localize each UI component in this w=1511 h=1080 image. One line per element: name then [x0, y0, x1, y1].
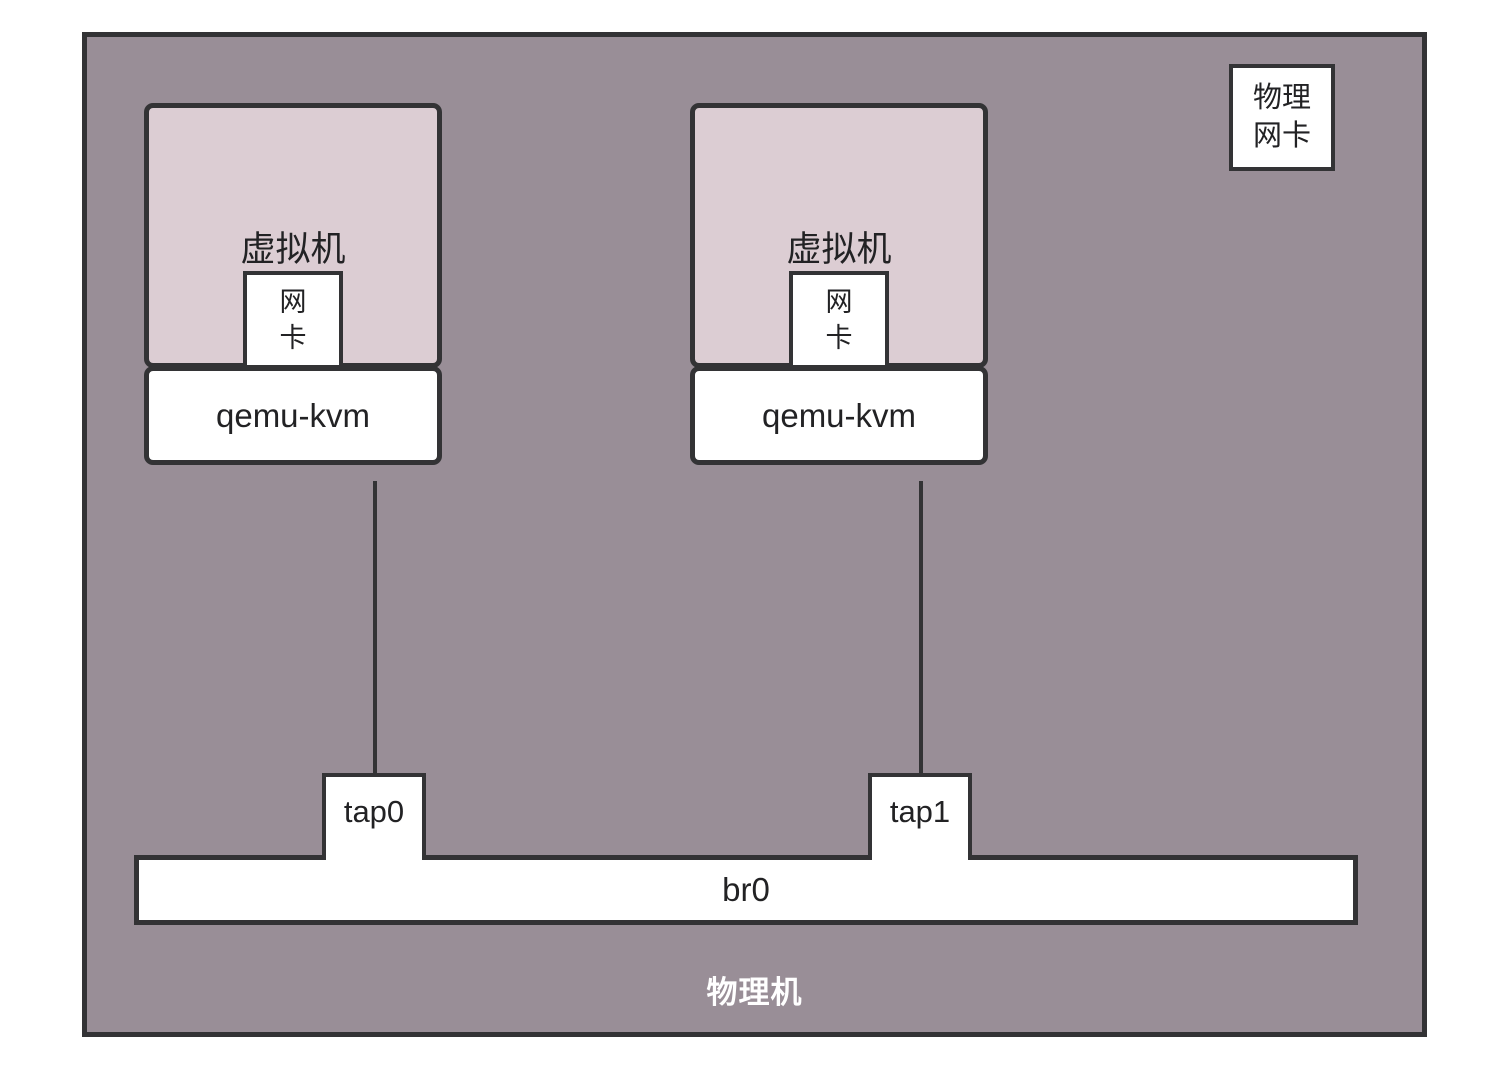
physical-nic-label-line2: 网卡 [1252, 119, 1311, 152]
tap1-bridge-join-mask [872, 852, 968, 864]
qemu-kvm-box-0: qemu-kvm [144, 366, 442, 465]
vm-box-1: 虚拟机 [690, 103, 988, 368]
tap-device-label-1: tap1 [889, 794, 951, 829]
physical-nic-box: 物理 网卡 [1229, 64, 1335, 171]
tap-device-box-1: tap1 [868, 773, 972, 859]
vm-nic-label-1-line1: 网 [825, 286, 853, 317]
vm-nic-label-1-line2: 卡 [825, 323, 853, 353]
qemu-kvm-box-1: qemu-kvm [690, 366, 988, 465]
physical-nic-label-line1: 物理 [1252, 82, 1311, 115]
bridge-br0-bar: br0 [134, 855, 1358, 925]
vm-nic-label-0-line2: 卡 [279, 323, 307, 353]
vm-label-1: 虚拟机 [786, 230, 892, 269]
connector-qemu-to-tap0 [373, 481, 377, 776]
bridge-br0-label: br0 [722, 871, 770, 908]
tap0-bridge-join-mask [326, 852, 422, 864]
vm-nic-box-1: 网 卡 [789, 271, 889, 369]
vm-nic-box-0: 网 卡 [243, 271, 343, 369]
connector-qemu-to-tap1 [919, 481, 923, 776]
vm-label-0: 虚拟机 [240, 230, 346, 269]
qemu-kvm-label-1: qemu-kvm [761, 396, 917, 434]
tap-device-label-0: tap0 [343, 794, 405, 829]
physical-host-label: 物理机 [706, 975, 803, 1010]
qemu-kvm-label-0: qemu-kvm [215, 396, 371, 434]
vm-nic-label-0-line1: 网 [279, 286, 307, 317]
tap-device-box-0: tap0 [322, 773, 426, 859]
